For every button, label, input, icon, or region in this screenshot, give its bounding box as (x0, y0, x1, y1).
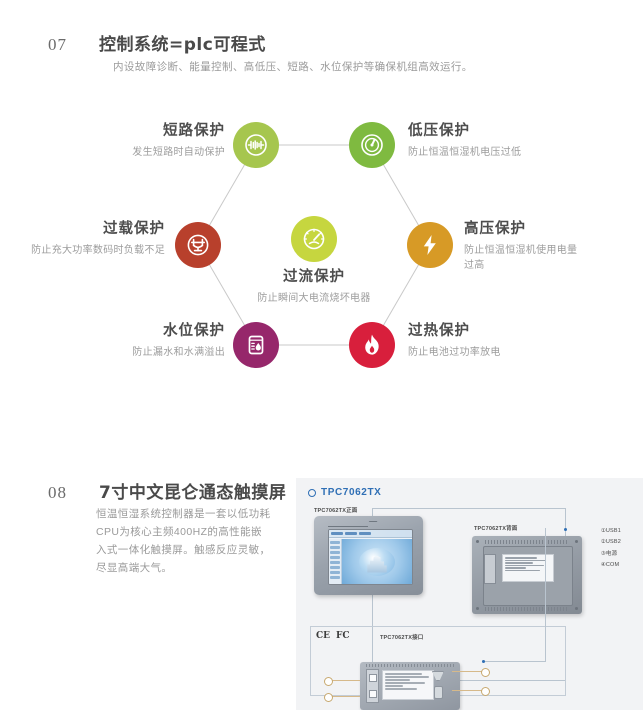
screen-side-rail (329, 539, 342, 584)
section-07-subtitle: 内设故障诊断、能量控制、高低压、短路、水位保护等确保机组高效运行。 (113, 61, 473, 73)
callout-1 (324, 677, 333, 686)
caption-front: TPC7062TX正面 (314, 508, 358, 514)
screen-toolbar (329, 530, 412, 538)
node-water-level-title: 水位保护 (163, 323, 225, 339)
device-io-image (360, 662, 460, 710)
node-short-circuit-desc: 发生短路时自动保护 (132, 146, 225, 158)
node-water-level-icon[interactable] (233, 322, 279, 368)
flame-icon (365, 334, 379, 355)
node-short-circuit-title: 短路保护 (163, 123, 225, 139)
node-overcurrent-icon[interactable] (291, 216, 337, 262)
screen-body (329, 539, 412, 584)
section-07-title: 控制系统=plc可程式 (99, 35, 266, 55)
lead-line-1 (328, 680, 360, 681)
meter-icon (361, 134, 383, 156)
device-screw-br (575, 607, 578, 610)
guide-line-bottom (372, 680, 566, 681)
legend-item-usb2: ②USB2 (600, 539, 621, 546)
node-overload-desc: 防止充大功率数码时负载不足 (31, 244, 165, 256)
node-overheat-icon[interactable] (349, 322, 395, 368)
product-image-card: TPC7062TX TPC7062TX正面 TPC7062TX背面 (296, 478, 643, 710)
callout-2 (324, 693, 333, 702)
node-high-voltage-icon[interactable] (407, 222, 453, 268)
node-overcurrent-title: 过流保护 (283, 269, 345, 285)
device-screw-bl (476, 607, 479, 610)
section-07-number: 07 (48, 35, 67, 54)
node-low-voltage-title: 低压保护 (408, 123, 470, 139)
caption-io: TPC7062TX接口 (380, 635, 424, 641)
guide-line-vertical (545, 528, 546, 662)
ce-mark: CE (316, 631, 331, 641)
io-port-column (366, 669, 379, 703)
lead-line-3 (452, 671, 482, 672)
node-low-voltage-desc: 防止恒温恒湿机电压过低 (408, 146, 522, 158)
node-short-circuit-label: 短路保护 发生短路时自动保护 (20, 122, 225, 160)
section-08-body: 恒温恒湿系统控制器是一套以低功耗CPU为核心主频400HZ的高性能嵌入式一体化触… (96, 508, 271, 574)
gauge-icon (303, 228, 325, 250)
node-high-voltage-title: 高压保护 (464, 221, 526, 237)
io-com-port (434, 686, 443, 699)
callout-3 (481, 668, 490, 677)
protection-hexagon-diagram: 过流保护 防止瞬间大电流烧坏电器 短路保护 发生短路时自动保护 (0, 100, 643, 410)
legend-item-usb1: ①USB1 (600, 528, 621, 534)
lead-line-2 (328, 696, 360, 697)
device-vent-bottom (485, 607, 569, 611)
device-front-image (314, 516, 423, 595)
node-short-circuit-icon[interactable] (233, 122, 279, 168)
device-screw-tr (575, 540, 578, 543)
tank-icon (248, 335, 264, 355)
node-low-voltage-icon[interactable] (349, 122, 395, 168)
node-high-voltage-label: 高压保护 防止恒温恒湿机使用电量过高 (464, 220, 639, 274)
certification-marks: CE FC (316, 631, 350, 641)
overload-icon (187, 234, 209, 256)
section-08-title: 7寸中文昆仑通态触摸屏 (99, 483, 287, 503)
product-model-header: TPC7062TX (308, 487, 381, 498)
node-overload-title: 过载保护 (103, 221, 165, 237)
legend-item-com: ④COM (600, 561, 620, 568)
caption-back: TPC7062TX背面 (474, 526, 518, 532)
screen-graphic (342, 539, 412, 584)
node-overcurrent-desc: 防止瞬间大电流烧坏电器 (257, 292, 371, 304)
device-screen (328, 529, 413, 585)
section-08-number: 08 (48, 483, 67, 502)
node-overload-label: 过载保护 防止充大功率数码时负载不足 (10, 220, 165, 258)
io-vent (366, 664, 454, 667)
fc-mark: FC (336, 631, 350, 641)
circle-bullet-icon (308, 488, 316, 497)
pulse-icon (245, 134, 267, 156)
device-screw-tl (476, 540, 479, 543)
device-brand-line (328, 522, 368, 527)
device-connector-block (484, 554, 496, 584)
lead-line-4 (452, 690, 482, 691)
node-water-level-desc: 防止漏水和水满溢出 (132, 346, 225, 358)
bolt-icon (423, 235, 436, 255)
node-overheat-label: 过热保护 防止电池过功率放电 (408, 322, 608, 360)
guide-line-io (484, 661, 546, 662)
node-water-level-label: 水位保护 防止漏水和水满溢出 (30, 322, 225, 360)
guide-dot-right (564, 528, 567, 531)
io-legend: ①USB1 ②USB2 ③电源 ④COM (601, 526, 621, 571)
section-08-header: 08 7寸中文昆仑通态触摸屏 (48, 478, 286, 503)
guide-line-top (372, 508, 566, 509)
device-spec-label (502, 554, 554, 582)
device-back-image (472, 536, 582, 614)
guide-dot-io (482, 660, 485, 663)
io-panel-content (310, 626, 566, 710)
section-07-header: 07 控制系统=plc可程式 (48, 30, 266, 55)
node-overheat-title: 过热保护 (408, 323, 470, 339)
node-overload-icon[interactable] (175, 222, 221, 268)
callout-4 (481, 687, 490, 696)
node-overcurrent-label: 过流保护 防止瞬间大电流烧坏电器 (194, 268, 434, 306)
node-low-voltage-label: 低压保护 防止恒温恒湿机电压过低 (408, 122, 583, 160)
node-high-voltage-desc: 防止恒温恒湿机使用电量过高 (464, 244, 578, 272)
device-vent-top (485, 540, 569, 544)
io-spec-label (382, 670, 434, 700)
product-model-text: TPC7062TX (321, 487, 382, 498)
node-overheat-desc: 防止电池过功率放电 (408, 346, 501, 358)
legend-item-power: ③电源 (600, 550, 618, 557)
